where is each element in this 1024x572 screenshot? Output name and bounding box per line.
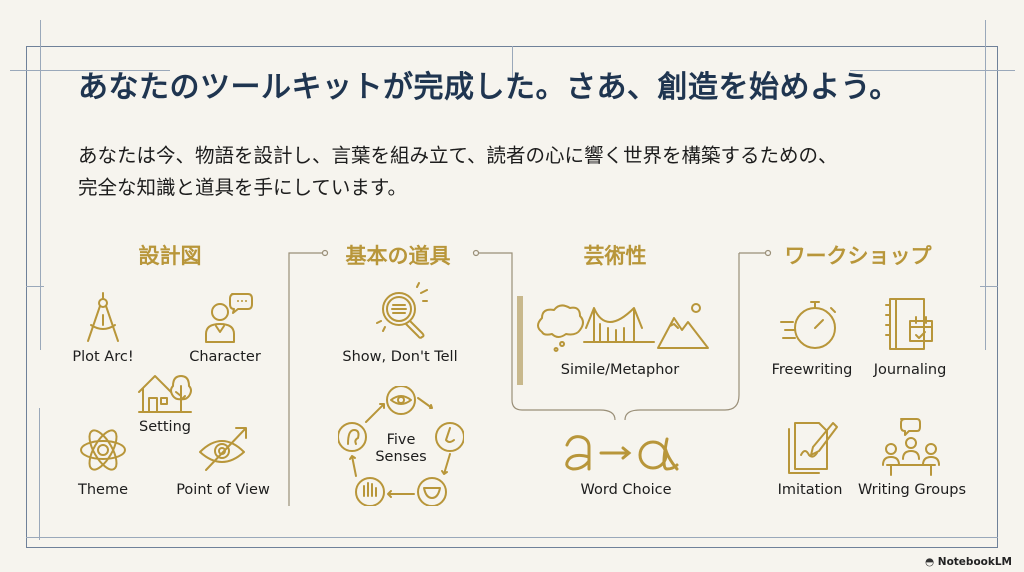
item-word-choice: Word Choice xyxy=(580,482,672,498)
item-theme: Theme xyxy=(77,482,129,498)
decor-line xyxy=(10,70,170,71)
item-point-of-view: Point of View xyxy=(176,482,270,498)
subtitle: あなたは今、物語を設計し、言葉を組み立て、読者の心に響く世界を構築するための、 … xyxy=(78,140,838,204)
document-pen-icon xyxy=(779,415,841,477)
stopwatch-icon xyxy=(779,296,841,352)
item-journaling: Journaling xyxy=(873,362,947,378)
item-freewriting: Freewriting xyxy=(771,362,853,378)
item-writing-groups: Writing Groups xyxy=(857,482,967,498)
atom-icon xyxy=(78,423,128,477)
house-tree-icon xyxy=(137,370,193,416)
decor-line xyxy=(985,20,986,350)
page-title: あなたのツールキットが完成した。さあ、創造を始めよう。 xyxy=(78,70,900,105)
item-plot-arc: Plot Arc! xyxy=(72,349,134,365)
decor-line xyxy=(512,46,513,82)
section-heading-basic-tools: 基本の道具 xyxy=(345,244,451,268)
five-senses-text: Five xyxy=(386,432,416,448)
item-setting: Setting xyxy=(139,419,191,435)
five-senses-label: Five Senses xyxy=(375,432,426,466)
character-icon xyxy=(202,288,254,344)
section-heading-blueprint: 設計図 xyxy=(138,244,202,268)
decor-line xyxy=(26,286,44,287)
decor-line xyxy=(980,286,998,287)
five-senses-cycle xyxy=(338,386,464,506)
decor-line xyxy=(850,70,1015,71)
brand-logo: ◓ NotebookLM xyxy=(924,556,1012,568)
magnifier-icon xyxy=(373,281,437,345)
compass-icon xyxy=(83,291,123,345)
cloud-bridge-mountain-icon xyxy=(534,298,710,352)
section-heading-artistry: 芸術性 xyxy=(583,244,647,268)
brand-name: NotebookLM xyxy=(937,556,1012,568)
eye-arrow-icon xyxy=(198,424,250,472)
decor-line xyxy=(39,408,40,540)
decor-line xyxy=(26,537,998,538)
item-simile-metaphor: Simile/Metaphor xyxy=(560,362,680,378)
five-senses-text: Senses xyxy=(375,449,427,465)
subtitle-line: 完全な知識と道具を手にしています。 xyxy=(78,176,407,199)
letter-transform-icon xyxy=(557,427,687,473)
decor-line xyxy=(40,20,41,350)
section-heading-workshop: ワークショップ xyxy=(784,244,932,268)
item-imitation: Imitation xyxy=(777,482,843,498)
subtitle-line: あなたは今、物語を設計し、言葉を組み立て、読者の心に響く世界を構築するための、 xyxy=(78,144,838,167)
writing-group-icon xyxy=(881,415,941,477)
item-show-dont-tell: Show, Don't Tell xyxy=(342,349,458,365)
item-character: Character xyxy=(189,349,261,365)
journal-icon xyxy=(882,295,938,353)
